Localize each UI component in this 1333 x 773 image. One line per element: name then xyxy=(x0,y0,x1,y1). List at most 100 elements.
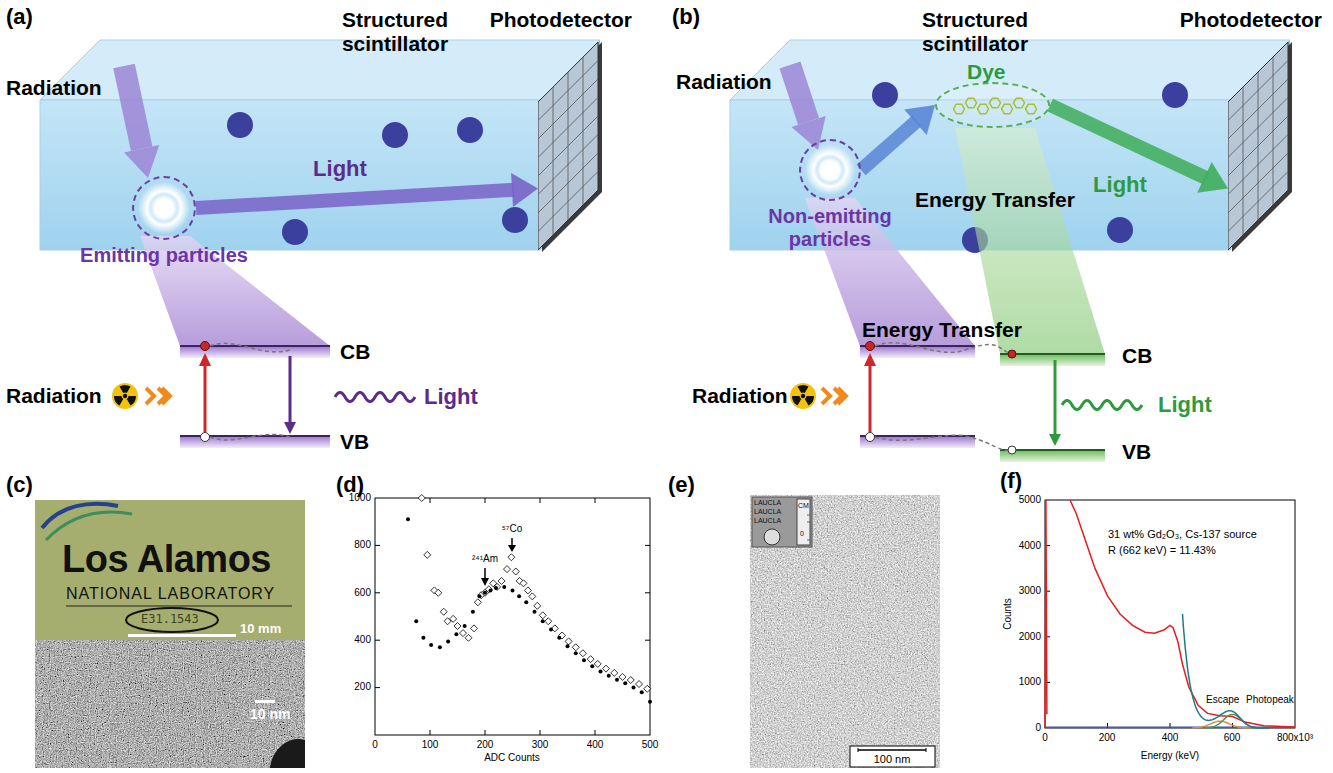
photodetector-grid xyxy=(538,98,598,158)
text-label: 400 xyxy=(587,739,604,751)
photopeak xyxy=(1204,714,1263,728)
text-label: ADC Counts xyxy=(484,752,540,764)
text-label: LAUCLA xyxy=(754,499,781,507)
diamond-marker xyxy=(471,625,478,632)
edge-label: Light xyxy=(1093,172,1147,197)
dot-marker xyxy=(494,586,498,590)
particles xyxy=(1162,82,1188,108)
band-diagram-b xyxy=(1062,401,1142,410)
text-label: Energy (keV) xyxy=(1141,750,1199,762)
photodetector-grid xyxy=(1228,79,1288,139)
dot-marker xyxy=(406,517,410,521)
text-label: Energy Transfer xyxy=(915,188,1075,212)
diamond-marker xyxy=(494,583,501,590)
particles xyxy=(502,207,528,233)
spectrum-spike xyxy=(1045,500,1047,728)
text-label: R (662 keV) = 11.43% xyxy=(1108,544,1216,557)
diamond-marker xyxy=(529,593,536,600)
text-label: 0 xyxy=(1035,722,1041,734)
dot-marker xyxy=(582,658,586,662)
photo-panel-c xyxy=(35,500,305,640)
text-label: NATIONAL LABORATORY xyxy=(66,585,275,603)
photodetector-grid xyxy=(538,79,598,139)
light-arrow xyxy=(861,105,935,170)
text-label: 31 wt% Gd₂O₃, Cs-137 source xyxy=(1108,528,1257,541)
arrow-head xyxy=(511,173,538,207)
text-label: CB xyxy=(340,340,370,364)
text-label: 0 xyxy=(1042,732,1048,744)
diamond-marker xyxy=(465,634,472,641)
diamond-marker xyxy=(498,577,505,584)
dot-marker xyxy=(557,636,561,640)
tem-panel-e xyxy=(850,746,935,767)
text-label: 0 xyxy=(800,530,804,538)
dye-ring xyxy=(1026,104,1037,114)
tem-panel-e xyxy=(858,749,926,751)
band-diagram-b xyxy=(869,364,872,432)
tem-panel-e xyxy=(926,748,927,752)
non-emitting-particle: Non-emitting particles xyxy=(799,139,861,201)
text-label: (c) xyxy=(6,472,33,497)
band-diagram-a xyxy=(284,422,296,434)
band-diagram-a xyxy=(204,364,207,432)
photodetector-panel xyxy=(1228,40,1292,252)
diamond-marker xyxy=(594,660,601,667)
radiation-arrow xyxy=(124,66,142,149)
dye-ring xyxy=(978,104,989,114)
photodetector-grid xyxy=(1228,153,1288,213)
text-label: 5000 xyxy=(1019,494,1041,506)
photodetector: Photodetector xyxy=(1228,40,1292,252)
band-diagram-b xyxy=(864,353,876,366)
radiation-arrow xyxy=(124,145,159,178)
text-label: 3000 xyxy=(1019,585,1041,597)
text-label: 500 xyxy=(642,739,659,751)
photodetector-grid xyxy=(1228,172,1288,232)
dye-ring xyxy=(966,98,977,108)
text-label: Photopeak xyxy=(1246,694,1294,706)
band-diagram-a xyxy=(210,343,290,351)
node-label: Photodetector xyxy=(490,8,632,32)
diamond-marker xyxy=(627,677,634,684)
diamond-marker xyxy=(603,665,610,672)
band-diagram-a xyxy=(289,356,292,424)
spectrum-curves xyxy=(1045,500,1295,728)
band-diagram-b xyxy=(1054,360,1057,434)
dot-marker xyxy=(463,624,467,628)
dye-ring xyxy=(954,104,965,114)
photodetector-grid xyxy=(538,172,598,232)
text-label: 600 xyxy=(1224,732,1241,744)
dot-marker xyxy=(483,591,487,595)
dot-marker xyxy=(533,610,537,614)
diamond-marker xyxy=(450,615,457,622)
diamond-marker xyxy=(611,669,618,676)
text-label: 100 nm xyxy=(874,753,911,766)
band-diagram-b xyxy=(1049,434,1061,446)
tem-panel-e xyxy=(807,515,810,540)
text-label: E31.1543 xyxy=(141,613,199,627)
dye-region: Dye xyxy=(935,82,1050,128)
dot-marker xyxy=(640,690,644,694)
arrow-shaft xyxy=(1050,105,1206,178)
light-arrow xyxy=(196,173,538,208)
dot-marker xyxy=(549,628,553,632)
dye-ring xyxy=(1014,98,1025,108)
dot-marker xyxy=(446,639,450,643)
photo-panel-c xyxy=(128,634,236,637)
particles xyxy=(457,117,483,143)
spectrum-plot-d xyxy=(595,730,596,735)
spectrum-plot-f xyxy=(1045,500,1295,728)
diamond-marker xyxy=(418,495,425,502)
scintillator-slab xyxy=(40,40,1290,250)
band-diagram-b xyxy=(822,388,846,404)
tem-panel-e xyxy=(750,495,940,768)
band-diagram-a xyxy=(112,236,415,448)
photodetector-grid xyxy=(1228,116,1288,176)
text-label: 0 xyxy=(372,739,378,751)
photodetector-grid xyxy=(538,135,598,195)
dot-marker xyxy=(623,681,627,685)
arrow-shaft xyxy=(861,121,917,170)
text-label: 200 xyxy=(477,739,494,751)
photodetector-grid xyxy=(538,61,598,121)
